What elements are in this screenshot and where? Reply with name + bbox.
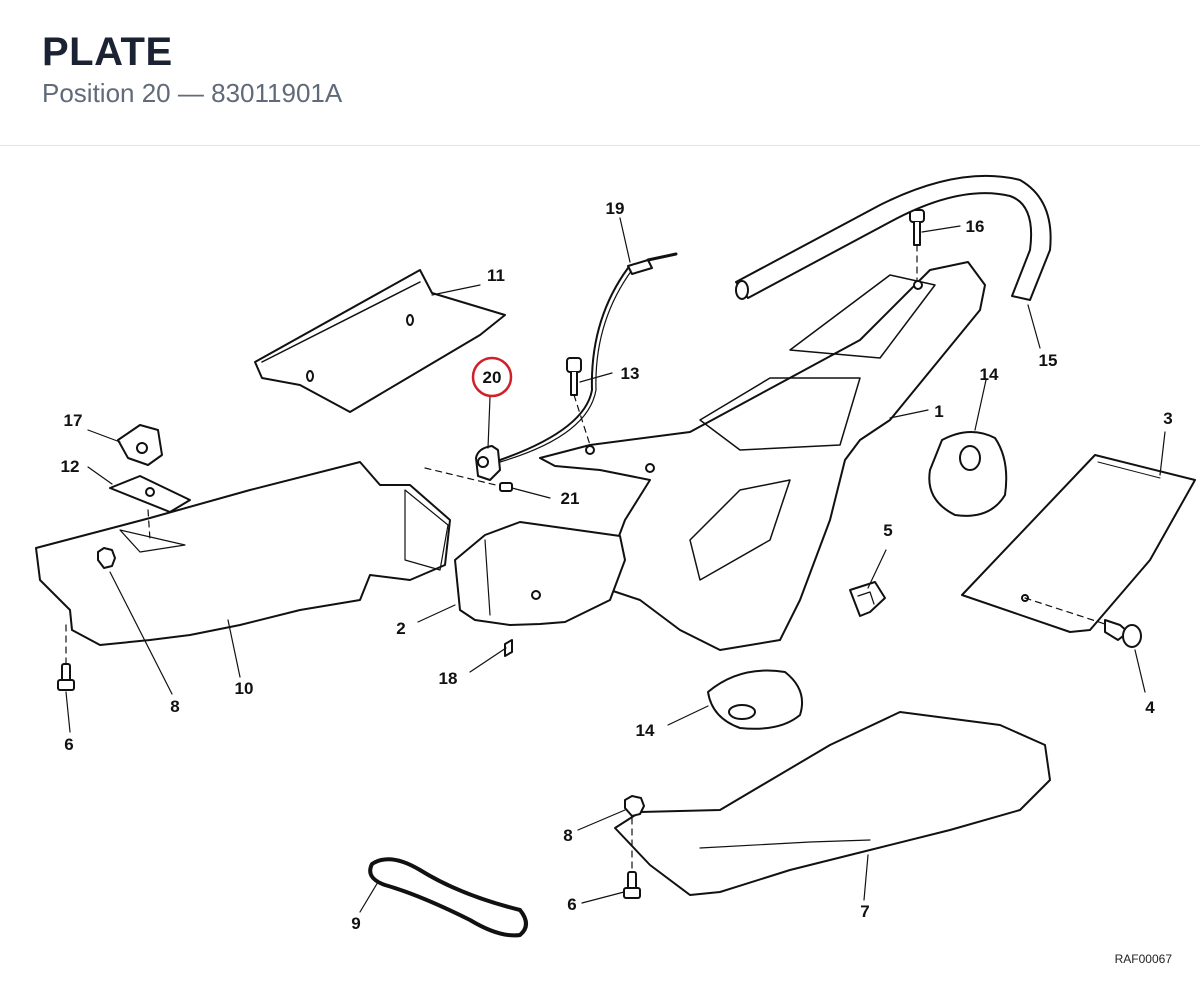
callout-12[interactable]: 12 [61,457,80,476]
callout-16[interactable]: 16 [966,217,985,236]
part-6-lower-shape [623,871,641,899]
callout-14-lower[interactable]: 14 [636,721,655,740]
part-2-shape [454,521,626,626]
part-8-left-shape [97,547,116,569]
part-6-left-shape [57,663,75,691]
part-18-shape [504,639,513,657]
assembly-lines [65,244,1106,873]
part-13-shape [566,357,582,396]
part-9-shape [368,857,528,938]
part-5-shape [849,581,886,617]
part-14-lower-shape [707,669,804,730]
callout-13[interactable]: 13 [621,364,640,383]
part-20-shape [475,445,501,481]
part-17-shape [117,424,163,466]
callout-10[interactable]: 10 [235,679,254,698]
part-10-shape [35,461,451,646]
part-19-shape [499,252,678,463]
callout-14-upper[interactable]: 14 [980,365,999,384]
callout-labels: 11 19 21 13 1 16 15 14 3 4 5 2 18 14 17 … [61,199,1173,933]
part-12-shape [109,475,191,513]
part-4-shape [1104,619,1142,648]
part-number: 83011901A [211,78,343,108]
callout-6-lower[interactable]: 6 [567,895,576,914]
leader-lines [65,217,1166,913]
callout-20[interactable]: 20 [483,368,502,387]
callout-15[interactable]: 15 [1039,351,1058,370]
callout-4[interactable]: 4 [1145,698,1155,717]
part-1-shape [539,261,986,651]
callout-11[interactable]: 11 [487,266,505,285]
callout-5[interactable]: 5 [883,521,892,540]
callout-21[interactable]: 21 [561,489,580,508]
page-header: PLATE Position 20 — 83011901A [0,0,1200,146]
highlight-ring [471,356,513,398]
callout-1[interactable]: 1 [934,402,943,421]
part-7-shape [614,711,1051,896]
part-14-upper-shape [928,431,1008,517]
subtitle-separator: — [177,78,204,108]
page-title: PLATE [42,30,173,74]
callout-18[interactable]: 18 [439,669,458,688]
part-16-shape [909,209,925,246]
callout-17[interactable]: 17 [64,411,83,430]
callout-6-left[interactable]: 6 [64,735,73,754]
position-label: Position 20 [42,78,171,108]
part-11-shape [254,269,506,413]
diagram-reference-code: RAF00067 [1114,952,1172,966]
part-3-shape [961,454,1196,633]
part-8-lower-shape [624,795,645,817]
callout-3[interactable]: 3 [1163,409,1172,428]
callout-2[interactable]: 2 [396,619,405,638]
part-15-shape [735,174,1052,301]
callout-9[interactable]: 9 [351,914,360,933]
callout-8-left[interactable]: 8 [170,697,179,716]
page-subtitle: Position 20 — 83011901A [42,78,342,109]
callout-7[interactable]: 7 [860,902,869,921]
callout-8-lower[interactable]: 8 [563,826,572,845]
part-21-shape [499,482,513,492]
callout-19[interactable]: 19 [606,199,625,218]
